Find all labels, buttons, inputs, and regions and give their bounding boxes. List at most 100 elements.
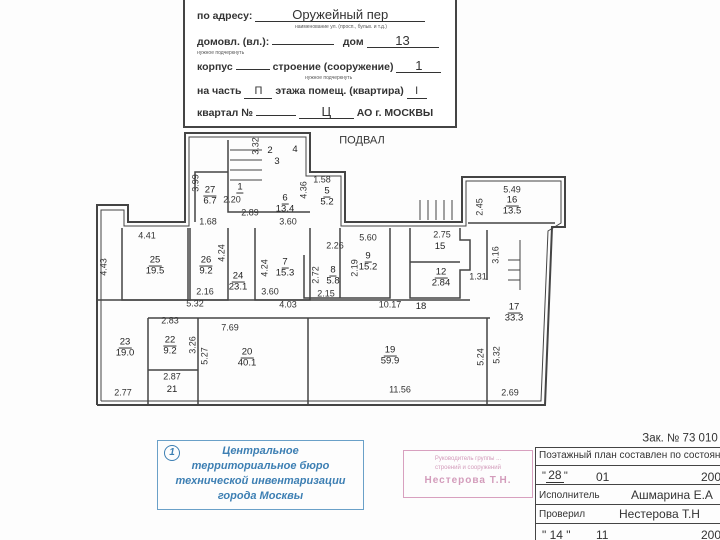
address-label: по адресу: xyxy=(197,10,253,22)
room-2: 2 xyxy=(267,145,273,157)
stroenie-value: 1 xyxy=(396,59,442,73)
address-hint: наименование ул. (просп., бульв. и т.д.) xyxy=(295,24,387,30)
dimension: 10.17 xyxy=(378,299,402,310)
date2-day: 14 xyxy=(549,528,563,540)
part-value: П xyxy=(244,85,273,99)
room-4: 4 xyxy=(292,144,298,156)
dimension: 4.24 xyxy=(216,244,227,262)
room-15: 15 xyxy=(434,241,446,253)
address-value: Оружейный пер xyxy=(255,8,426,22)
dimension: 2.45 xyxy=(474,198,485,216)
seal-name: Нестерова Т.Н. xyxy=(424,475,512,486)
dimension: 1.31 xyxy=(469,271,487,282)
domovl-label: домовл. (вл.): xyxy=(197,36,270,48)
stroenie-label: строение (сооружение) xyxy=(272,61,394,73)
dimension: 1.58 xyxy=(313,174,331,185)
dimension: 5.27 xyxy=(199,347,210,365)
stroenie-hint: нужное подчеркнуть xyxy=(305,75,353,81)
dimension: 2.16 xyxy=(196,286,214,297)
dimension: 2.83 xyxy=(161,315,179,326)
dimension: 1.68 xyxy=(199,216,217,227)
dimension: 2.20 xyxy=(223,194,241,205)
korpus-label: корпус xyxy=(197,61,233,73)
part-label: на часть xyxy=(197,85,242,97)
room-1: 1 xyxy=(236,181,244,194)
checker-name: Нестерова Т.Н xyxy=(619,507,700,521)
room-18: 18 xyxy=(415,301,427,313)
date1-day: 28 xyxy=(545,469,564,483)
dimension: 4.36 xyxy=(298,181,309,199)
executor-name: Ашмарина Е.А xyxy=(631,488,713,502)
executor-label: Исполнитель xyxy=(539,490,600,501)
dimension: 2.72 xyxy=(310,266,321,284)
korpus-value xyxy=(235,69,270,70)
title-block: Поэтажный план составлен по состоянию "2… xyxy=(535,447,720,540)
date1-month: 01 xyxy=(596,470,610,484)
checked-label: Проверил xyxy=(539,509,586,520)
dimension: 7.69 xyxy=(221,322,239,333)
stamp-number: 1 xyxy=(164,445,180,461)
bti-stamp: 1 Центральное территориальное бюро техни… xyxy=(157,440,364,510)
room-label: помещ. (квартира) xyxy=(308,85,404,97)
dimension: 3.60 xyxy=(261,286,279,297)
approval-seal: Руководитель группы ... строений и соору… xyxy=(403,450,533,498)
dimension: 3.26 xyxy=(187,336,198,354)
dom-label: дом xyxy=(342,36,364,48)
dimension: 2.69 xyxy=(501,387,519,398)
ao-label: АО г. МОСКВЫ xyxy=(356,107,434,119)
domovl-hint: нужное подчеркнуть xyxy=(197,50,245,56)
dimension: 4.43 xyxy=(98,258,109,276)
room-21: 21 xyxy=(166,384,178,396)
dimension: 3.16 xyxy=(490,246,501,264)
dimension: 5.32 xyxy=(186,298,204,309)
order-number: Зак. № 73 010 xyxy=(642,432,718,445)
dimension: 2.77 xyxy=(114,387,132,398)
dimension: 2.19 xyxy=(349,259,360,277)
ao-value: Ц xyxy=(298,105,354,119)
seal-line: Руководитель группы ... xyxy=(434,456,502,462)
date2-year: 200 xyxy=(701,528,720,540)
dimension: 5.32 xyxy=(491,346,502,364)
dimension: 4.41 xyxy=(138,230,156,241)
floor-label: этажа xyxy=(275,85,306,97)
dimension: 11.56 xyxy=(389,384,411,395)
state-label: Поэтажный план составлен по состоянию xyxy=(539,450,720,461)
domovl-value xyxy=(272,44,335,45)
dimension: 4.24 xyxy=(259,259,270,277)
plan-title: ПОДВАЛ xyxy=(339,134,385,147)
room-value: I xyxy=(406,85,427,99)
kvartal-label: квартал № xyxy=(197,107,253,119)
dimension: 5.49 xyxy=(503,184,521,195)
dimension: 3.99 xyxy=(190,174,201,192)
stamp-line: технической инвентаризации xyxy=(175,475,346,487)
stamp-line: города Москвы xyxy=(217,490,304,502)
dimension: 2.87 xyxy=(163,371,181,382)
kvartal-value xyxy=(255,115,296,116)
room-3: 3 xyxy=(274,156,280,168)
dimension: 2.26 xyxy=(326,240,344,251)
address-block: по адресу: Оружейный пер наименование ул… xyxy=(183,0,457,128)
dimension: 4.03 xyxy=(279,299,297,310)
dimension: 2.75 xyxy=(433,229,451,240)
dimension: 5.24 xyxy=(475,348,486,366)
dimension: 5.60 xyxy=(359,232,377,243)
dimension: 3.60 xyxy=(279,216,297,227)
stamp-line: Центральное xyxy=(222,445,299,457)
dom-value: 13 xyxy=(366,34,439,48)
